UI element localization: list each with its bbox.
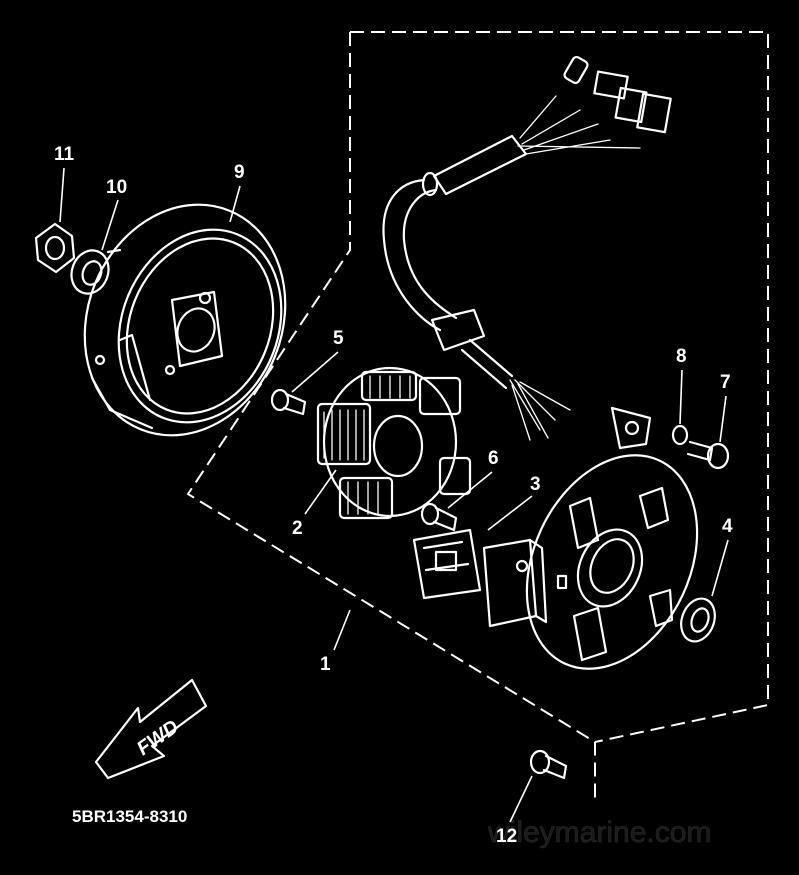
callout-11: 11	[54, 144, 75, 165]
callout-5: 5	[333, 328, 344, 349]
callout-6: 6	[488, 448, 499, 469]
callouts: 1 2 3 4 5 6 7 8 9 10 11 12	[54, 144, 733, 847]
screw-7	[686, 440, 730, 470]
leader-9	[229, 185, 241, 223]
pickup-coil	[412, 528, 548, 628]
leader-2	[304, 469, 337, 515]
stator-coil	[316, 366, 472, 520]
leader-11	[59, 167, 65, 223]
leader-8	[679, 369, 683, 425]
flywheel-rotor	[83, 203, 287, 437]
washer	[70, 249, 110, 295]
callout-2: 2	[292, 518, 303, 539]
callout-12: 12	[496, 826, 517, 847]
nut	[34, 222, 76, 274]
leader-5	[291, 351, 339, 393]
callout-10: 10	[106, 177, 127, 198]
washer-8	[671, 424, 689, 446]
callout-8: 8	[676, 346, 687, 367]
leader-6	[447, 471, 493, 509]
leader-1	[333, 609, 351, 651]
oil-seal	[680, 597, 716, 643]
leader-3	[487, 495, 533, 531]
leader-10	[101, 199, 119, 251]
stator-screw-5	[270, 388, 307, 416]
pickup-screw-6	[420, 502, 458, 532]
stator-base-plate	[525, 454, 699, 670]
callout-1: 1	[320, 654, 331, 675]
lead-clamp	[610, 406, 652, 450]
watermark-text: wileymarine.com	[487, 816, 711, 849]
leader-7	[719, 395, 727, 443]
leader-4	[711, 539, 729, 597]
callout-4: 4	[722, 516, 733, 537]
callout-9: 9	[234, 162, 245, 183]
leader-12	[509, 775, 533, 823]
callout-3: 3	[530, 474, 541, 495]
callout-7: 7	[720, 372, 731, 393]
wire-harness	[382, 55, 672, 441]
assembly-boundary	[186, 31, 769, 800]
bolt-12	[529, 749, 568, 780]
part-code: 5BR1354-8310	[72, 807, 187, 826]
forward-direction-arrow: FWD	[94, 678, 208, 780]
